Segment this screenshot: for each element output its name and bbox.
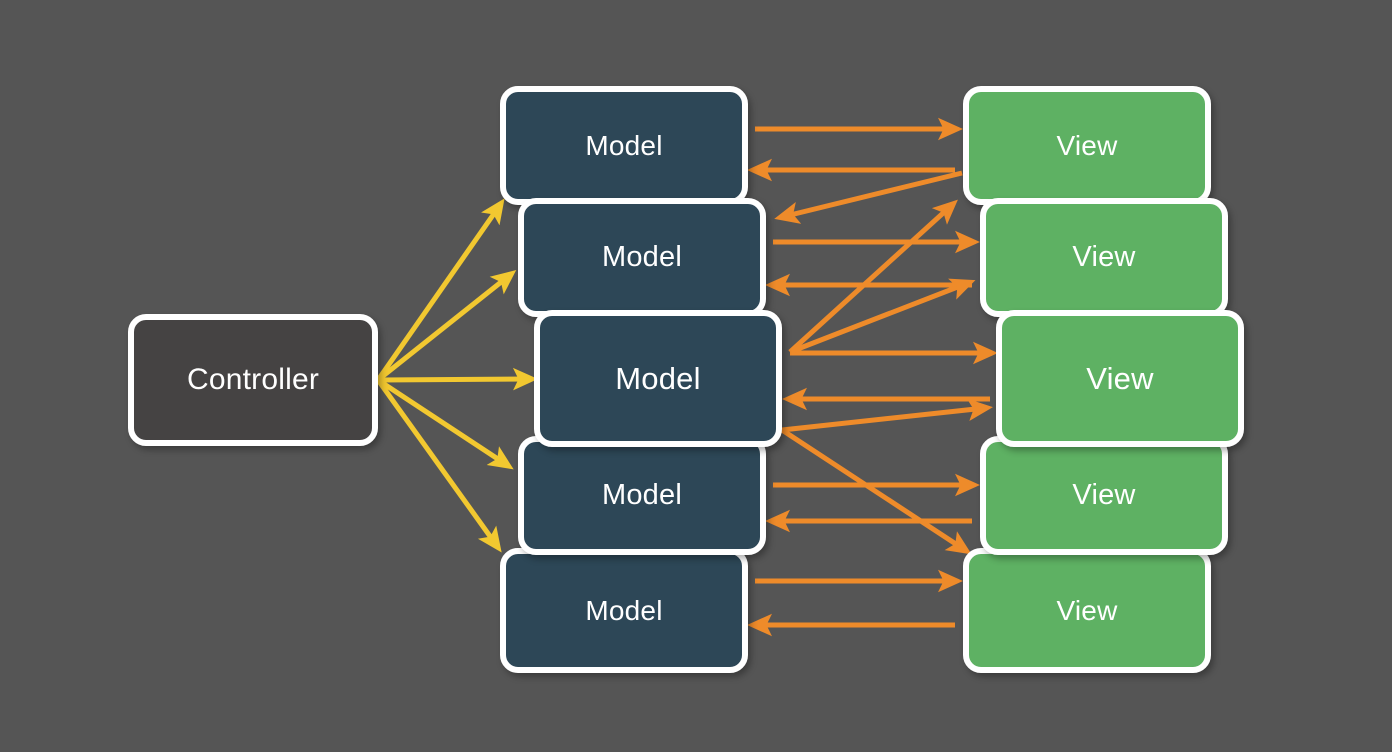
- model-view-diagonal-arrow-1: [774, 170, 963, 224]
- view-node-label: View: [1086, 361, 1154, 396]
- view-node-label: View: [1056, 594, 1118, 626]
- view-node-4[interactable]: View: [980, 436, 1228, 555]
- view-node-label: View: [1056, 129, 1118, 161]
- model-view-diagonal-arrow-5: [780, 427, 972, 555]
- model-node-label: Model: [585, 594, 663, 626]
- view-node-label: View: [1072, 479, 1136, 511]
- model-view-diagonal-arrow-4: [781, 398, 993, 433]
- model-node-3[interactable]: Model: [534, 310, 782, 447]
- model-node-label: Model: [615, 361, 701, 396]
- model-node-2[interactable]: Model: [518, 198, 766, 317]
- controller-to-model-arrow-5: [375, 378, 502, 553]
- model-node-1[interactable]: Model: [500, 86, 748, 205]
- model-node-5[interactable]: Model: [500, 548, 748, 673]
- controller-arrow-group: [375, 198, 538, 553]
- view-node-2[interactable]: View: [980, 198, 1228, 317]
- model-node-label: Model: [585, 129, 663, 161]
- model-view-diagonal-arrow-2: [788, 199, 958, 354]
- model-node-label: Model: [602, 479, 682, 511]
- controller-node[interactable]: Controller: [128, 314, 378, 446]
- view-node-label: View: [1072, 241, 1136, 273]
- controller-to-model-arrow-2: [376, 270, 517, 382]
- controller-to-model-arrow-1: [375, 198, 505, 382]
- view-node-3[interactable]: View: [996, 310, 1244, 447]
- model-node-label: Model: [602, 241, 682, 273]
- controller-label: Controller: [186, 363, 320, 396]
- controller-to-model-arrow-4: [376, 377, 514, 470]
- view-node-5[interactable]: View: [963, 548, 1211, 673]
- model-view-diagonal-arrow-3: [789, 278, 976, 355]
- view-node-1[interactable]: View: [963, 86, 1211, 205]
- model-view-arrow-group: [747, 117, 998, 637]
- controller-to-model-arrow-3: [377, 367, 538, 391]
- model-node-4[interactable]: Model: [518, 436, 766, 555]
